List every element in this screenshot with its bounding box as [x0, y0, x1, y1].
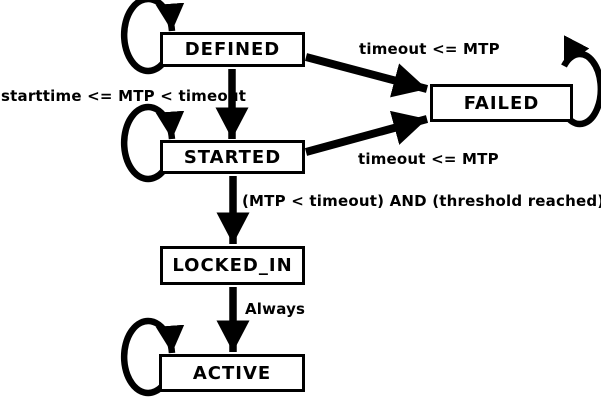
transition-started-to-failed-arrow — [304, 110, 429, 156]
state-failed: FAILED — [430, 84, 573, 122]
state-active: ACTIVE — [159, 354, 305, 392]
state-defined: DEFINED — [160, 32, 305, 67]
transition-label-locked-in-to-active: Always — [245, 300, 306, 318]
state-locked-in: LOCKED_IN — [160, 246, 305, 285]
state-started: STARTED — [160, 140, 305, 174]
self-loop-defined-arrow — [120, 0, 185, 75]
transition-label-started-to-failed: timeout <= MTP — [358, 150, 499, 168]
self-loop-started-arrow — [120, 103, 185, 183]
transition-defined-to-failed-arrow — [304, 53, 429, 98]
transition-label-defined-to-started: starttime <= MTP < timeout — [1, 87, 247, 105]
transition-label-started-to-locked-in: (MTP < timeout) AND (threshold reached) — [242, 192, 601, 210]
transition-label-defined-to-failed: timeout <= MTP — [359, 40, 500, 58]
self-loop-active-arrow — [120, 317, 185, 397]
